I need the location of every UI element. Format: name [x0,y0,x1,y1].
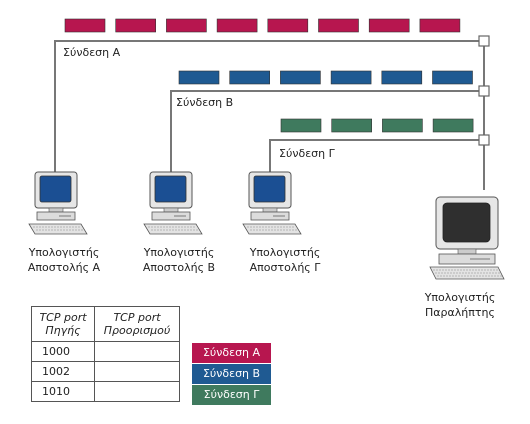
wire-connection-a [54,40,485,190]
packet-b [280,70,321,85]
sender-c-line1: Υπολογιστής [249,246,321,259]
sender-a-line2: Αποστολής Α [27,261,101,274]
table-row: 1002 [31,361,180,382]
sender-c-line2: Αποστολής Γ [249,261,321,274]
packet-c [382,118,423,133]
source-port-cell: 1010 [31,381,95,402]
packet-a [267,18,309,33]
wires [54,40,485,190]
dest-port-cell [94,381,180,402]
receiver-line1: Υπολογιστής [424,291,496,304]
connection-b-label: Σύνδεση Β [176,96,234,109]
packet-a [318,18,359,33]
junction-c [478,134,490,146]
port-table: TCP port Πηγής TCP port Προορισμού 1000 … [31,306,180,402]
packet-a [115,18,156,33]
connection-c-label: Σύνδεση Γ [279,147,335,160]
sender-a-caption: Υπολογιστής Αποστολής Α [16,245,112,275]
header-source-line1: TCP port [39,311,87,324]
packet-a [166,18,207,33]
packet-a [216,18,258,33]
receiver-computer-icon [429,196,505,280]
source-port-cell: 1000 [31,341,95,362]
sender-c-computer-icon [242,171,302,235]
junction-a [478,35,490,47]
packet-b [178,70,220,85]
table-row: 1010 [31,381,180,402]
junction-b [478,85,490,97]
sender-a-line1: Υπολογιστής [28,246,100,259]
connection-a-label: Σύνδεση Α [63,46,121,59]
receiver-caption: Υπολογιστής Παραλήπτης [412,290,508,320]
packet-b [330,70,372,85]
receiver-line2: Παραλήπτης [425,306,495,319]
wire-connection-b [170,90,484,175]
computers [28,171,505,280]
dest-port-cell [94,341,180,362]
wire-connection-c [269,139,484,175]
packet-b [229,70,270,85]
packet-a [419,18,461,33]
header-source-port: TCP port Πηγής [31,306,95,342]
sender-b-computer-icon [143,171,203,235]
packet-b [432,70,473,85]
packet-c [331,118,373,133]
sender-c-caption: Υπολογιστής Αποστολής Γ [237,245,333,275]
packet-a [368,18,410,33]
sender-b-line2: Αποστολής Β [142,261,216,274]
source-port-cell: 1002 [31,361,95,382]
row-connection-c-tag: Σύνδεση Γ [192,385,271,405]
table-row: 1000 [31,341,180,362]
header-source-line2: Πηγής [45,324,81,337]
junctions [478,35,490,146]
header-dest-line1: TCP port [113,311,161,324]
header-dest-port: TCP port Προορισμού [94,306,180,342]
sender-b-line1: Υπολογιστής [143,246,215,259]
sender-b-caption: Υπολογιστής Αποστολής Β [131,245,227,275]
packets [64,18,474,133]
row-connection-a-tag: Σύνδεση Α [192,343,271,363]
packet-c [280,118,322,133]
row-connection-b-tag: Σύνδεση Β [192,364,271,384]
packet-c [432,118,474,133]
header-dest-line2: Προορισμού [103,324,171,337]
dest-port-cell [94,361,180,382]
packet-a [64,18,106,33]
packet-b [381,70,423,85]
sender-a-computer-icon [28,171,88,235]
port-table-header: TCP port Πηγής TCP port Προορισμού [31,306,180,342]
